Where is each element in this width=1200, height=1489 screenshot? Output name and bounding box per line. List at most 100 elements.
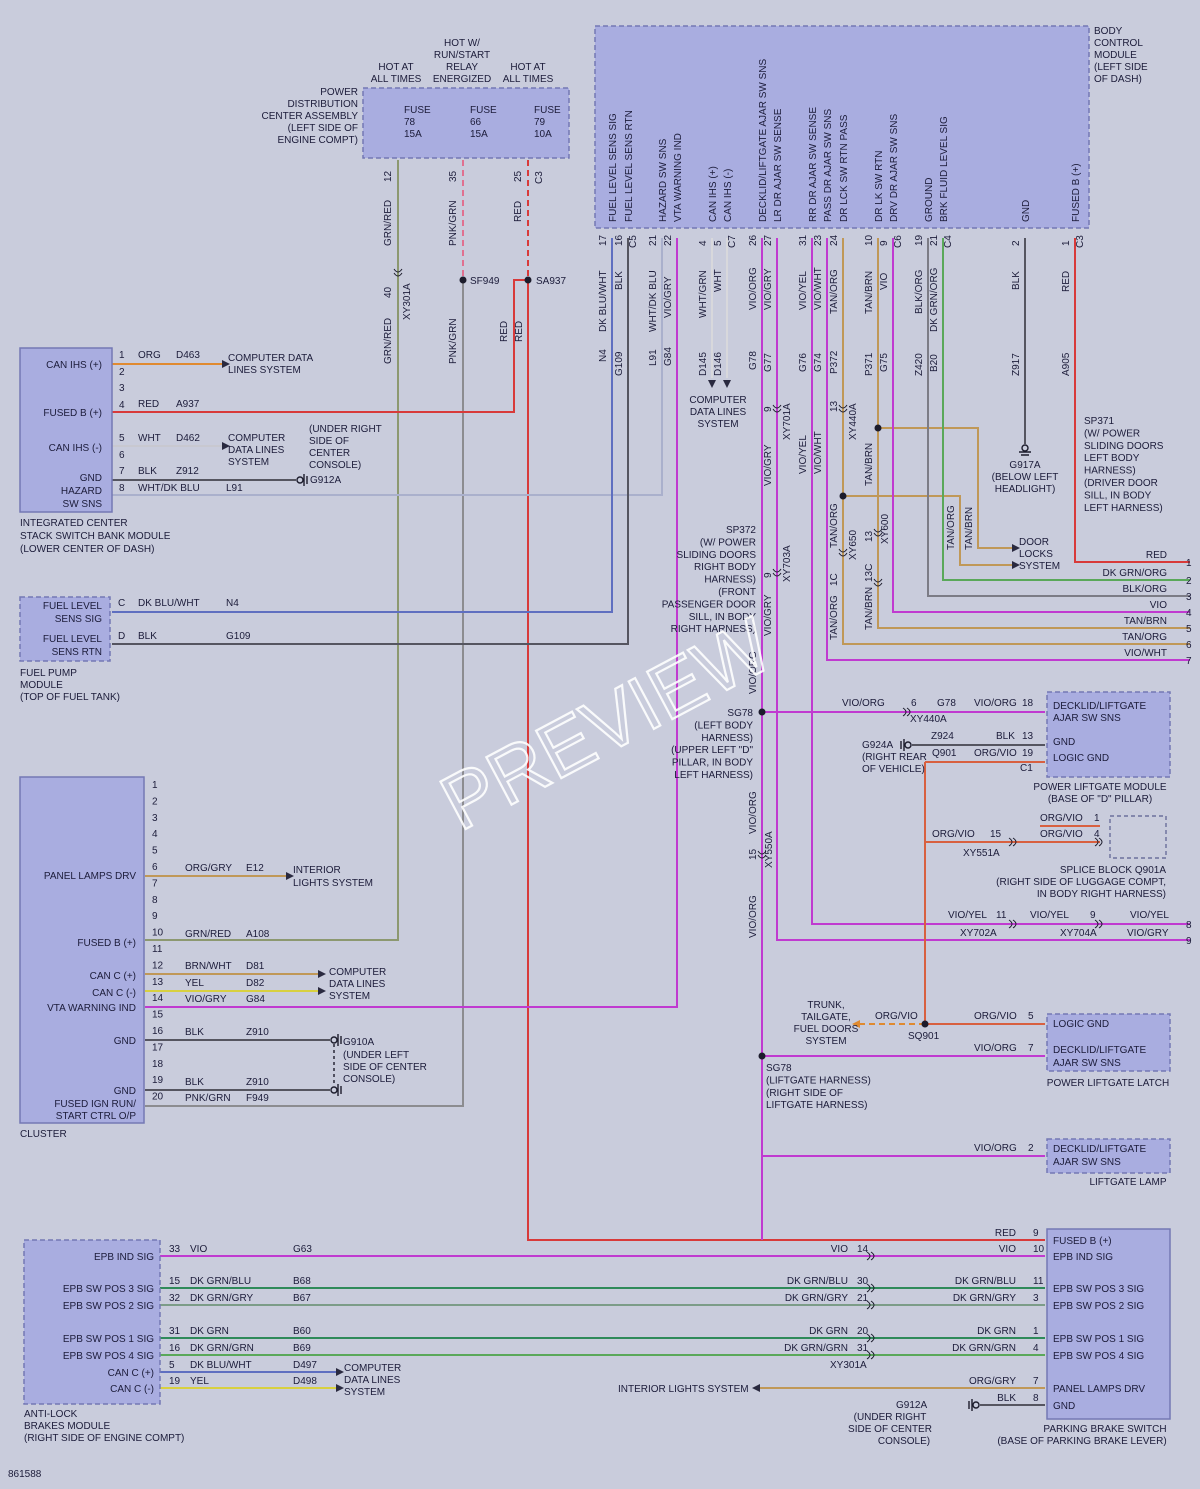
abs-title-2: BRAKES MODULE <box>24 1421 110 1432</box>
ground-g910a-1 <box>330 1034 342 1046</box>
v-vioyel: VIO/YEL <box>798 271 809 310</box>
v8-wire-c: VIO/YEL <box>1130 910 1169 921</box>
right-exit-wire: BLK/ORG <box>1123 584 1168 595</box>
splice-block-box <box>1109 815 1167 859</box>
cluster-pin-number: 4 <box>152 829 158 840</box>
v-vioorg: VIO/ORG <box>748 267 759 310</box>
right-exit-number: 2 <box>1186 576 1192 587</box>
latch-label-2b: AJAR SW SNS <box>1053 1058 1121 1069</box>
v-d145: D145 <box>698 352 709 376</box>
iccm-pin-7: 7 <box>119 466 125 477</box>
epb-conn-xy301a: XY301A <box>830 1360 867 1371</box>
fuel-title-3: (TOP OF FUEL TANK) <box>20 692 120 703</box>
lg-conn-xy440a: XY440A <box>910 714 947 725</box>
iccm-pin-3: 3 <box>119 383 125 394</box>
epb-wire-color: DK GRN/BLU <box>955 1276 1016 1287</box>
iccm-title-3: (LOWER CENTER OF DASH) <box>20 544 154 555</box>
wire-label-grnred-2: GRN/RED <box>383 318 394 364</box>
abs-pin-label: EPB IND SIG <box>94 1252 154 1263</box>
wire-dkgrn-org-b20 <box>942 238 1190 581</box>
pdc-header-3a: HOT AT <box>510 62 545 73</box>
right-exit-wire: RED <box>1146 550 1167 561</box>
v-p372: P372 <box>829 350 840 374</box>
door-locks-2: LOCKS <box>1019 549 1053 560</box>
connector-symbol <box>873 578 883 587</box>
wire-tan-org-door <box>843 495 1015 566</box>
connector-symbol <box>866 1251 875 1261</box>
iccm-wire-whtdkblu: WHT/DK BLU <box>138 483 200 494</box>
fuel-label-sig-1: FUEL LEVEL <box>43 601 103 612</box>
epb-pin-label: FUSED B (+) <box>1053 1236 1112 1247</box>
abs-circuit: B68 <box>293 1276 311 1287</box>
v8-pin-b: 9 <box>1090 910 1096 921</box>
bcm-pin-number: 21 <box>929 234 940 246</box>
sp371-line: (W/ POWER <box>1084 428 1140 439</box>
sb-title-1: SPLICE BLOCK Q901A <box>1060 865 1166 876</box>
abs-pin-number: 33 <box>169 1244 181 1255</box>
cluster-circ-g84: G84 <box>246 994 265 1005</box>
cluster-pin-number: 20 <box>152 1092 164 1103</box>
abs-circuit: D497 <box>293 1360 317 1371</box>
right-exit-number: 4 <box>1186 608 1192 619</box>
arrow-d497 <box>336 1368 344 1376</box>
bcm-pin-number: 27 <box>763 234 774 246</box>
bcm-title-4: (LEFT SIDE <box>1094 62 1148 73</box>
lg-label-2: GND <box>1053 737 1075 748</box>
iccm-wire-red: RED <box>138 399 159 410</box>
epb-pin-label: EPB IND SIG <box>1053 1252 1113 1263</box>
iccm-label-fusedb: FUSED B (+) <box>43 408 102 419</box>
bcm-pin-number: 24 <box>829 234 840 246</box>
wire-tan-org-p372 <box>842 238 1190 645</box>
sg78-lower-line: (LIFTGATE HARNESS) <box>766 1075 871 1086</box>
wire-tan-brn-p371 <box>877 238 1190 629</box>
conn-xy703a: XY703A <box>782 545 793 582</box>
epb-mid-wire: DK GRN/BLU <box>787 1276 848 1287</box>
connector-symbol <box>757 850 767 859</box>
abs-data-2: DATA LINES <box>344 1375 401 1386</box>
cluster-pin-number: 11 <box>152 944 163 955</box>
iccm-dest-1a: COMPUTER DATA <box>228 353 314 364</box>
sp371-line: HARNESS) <box>1084 466 1136 477</box>
iccm-pin-1: 1 <box>119 350 125 361</box>
bcm-title-1: BODY <box>1094 26 1123 37</box>
epb-pin-label: EPB SW POS 1 SIG <box>1053 1334 1144 1345</box>
v8-pin-a: 11 <box>996 910 1007 921</box>
latch-title: POWER LIFTGATE LATCH <box>1047 1078 1169 1089</box>
epb-ground-4: CONSOLE) <box>878 1436 930 1447</box>
bcm-connector: C6 <box>893 235 904 248</box>
iccm-note-2: SIDE OF <box>309 436 349 447</box>
splice-sf949-label: SF949 <box>470 276 500 287</box>
v-vio: VIO <box>879 273 890 290</box>
wire-vio-gry-g84 <box>145 238 678 1008</box>
sb-title-3: IN BODY RIGHT HARNESS) <box>1037 889 1166 900</box>
wire-pnk-grn-f949 <box>145 280 464 1107</box>
door-locks-1: DOOR <box>1019 537 1049 548</box>
cluster-label-canc-minus: CAN C (-) <box>92 988 136 999</box>
v-tanbrn: TAN/BRN <box>864 271 875 314</box>
arrow-e12 <box>286 872 294 880</box>
bcm-pin-number: 23 <box>813 234 824 246</box>
v-g84: G84 <box>663 347 674 366</box>
door-locks-3: SYSTEM <box>1019 561 1060 572</box>
cluster-ground-3: SIDE OF CENTER <box>343 1062 427 1073</box>
iccm-note-4: CONSOLE) <box>309 460 361 471</box>
right-exit-number: 8 <box>1186 920 1192 931</box>
wire-label-red-3: RED <box>514 321 525 342</box>
bcm-pin-label: LR DR AJAR SW SENSE <box>773 108 784 222</box>
epb-mid-wire: DK GRN/GRN <box>784 1343 848 1354</box>
pdc-pin-25: 25 <box>513 170 524 182</box>
pdc-header-2a: HOT W/ <box>444 38 480 49</box>
abs-circuit: B69 <box>293 1343 311 1354</box>
v-tanbrn-2: TAN/BRN <box>864 443 875 486</box>
iccm-circ-l91: L91 <box>226 483 243 494</box>
cluster-circ-z910-2: Z910 <box>246 1077 269 1088</box>
epb-mid-pin: 21 <box>857 1293 869 1304</box>
epb-wire-color: DK GRN/GRY <box>953 1293 1016 1304</box>
bcm-title-2: CONTROL <box>1094 38 1143 49</box>
bcm-connector: C4 <box>943 235 954 248</box>
fuse-78-amp: 15A <box>404 129 422 140</box>
bcm-pin-label: GROUND <box>924 178 935 222</box>
ground-g912a-top <box>296 474 308 486</box>
